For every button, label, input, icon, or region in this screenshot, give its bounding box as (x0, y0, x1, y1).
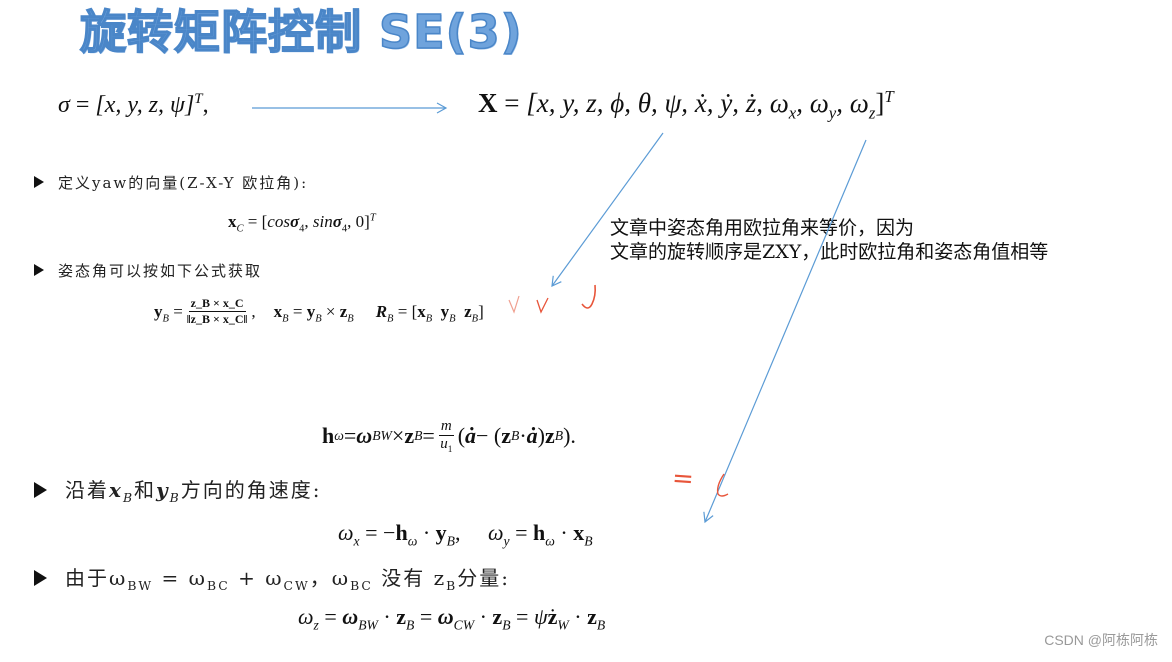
pen-mark-icon (716, 473, 729, 497)
bullet-arrow-icon (34, 481, 47, 498)
omega-z-equation: ωz = ωBW · zB = ωCW · zB = ψ̇zW · zB (298, 604, 606, 633)
mass-thrust-fraction: m u1 (438, 418, 454, 455)
bullet-arrow-icon (34, 264, 44, 276)
sigma-equation: σ = [x, y, z, ψ]T, (58, 91, 209, 118)
state-vector-equation: X = [x, y, z, ϕ, θ, ψ, ẋ, ẏ, ż, ωx, ωy, … (478, 87, 894, 123)
check-mark-icon (508, 295, 520, 314)
csdn-watermark: CSDN @阿栋阿栋 (1044, 632, 1158, 648)
annotation-note: 文章中姿态角用欧拉角来等价，因为 文章的旋转顺序是ZXY，此时欧拉角和姿态角值相… (610, 217, 1049, 263)
bullet-angular-velocity-xy: 沿着xB和yB方向的角速度: (34, 474, 322, 504)
slide-title: 旋转矩阵控制 SE(3) (79, 4, 523, 60)
rb-equation: RB = [xB yB zB] (375, 301, 484, 324)
rotation-basis-equations: yB = z_B × x_C ‖z_B × x_C‖ , xB = yB × z… (154, 296, 484, 326)
check-mark-icon (536, 297, 549, 314)
yb-equation: yB = (154, 301, 183, 324)
arrow-omega-to-wxy (703, 139, 867, 524)
xb-equation: xB = yB × zB (273, 301, 354, 324)
bullet-arrow-icon (34, 176, 44, 188)
arrow-euler-to-rb (551, 132, 664, 288)
omega-xy-equation: ωx = −hω · yB, ωy = hω · xB (338, 520, 593, 549)
yb-fraction: z_B × x_C ‖z_B × x_C‖ (186, 296, 248, 326)
bullet-arrow-icon (34, 569, 47, 586)
bullet-yaw-vector: 定义yaw的向量(Z-X-Y 欧拉角): (34, 172, 308, 193)
bullet-omega-decomposition: 由于ωBW = ωBC + ωCW，ωBC 没有 zB分量: (34, 562, 510, 592)
bullet-attitude-formula: 姿态角可以按如下公式获取 (34, 260, 262, 281)
check-mark-icon (581, 284, 596, 309)
xc-equation: xC = [cosσ4, sinσ4, 0]T (228, 212, 376, 235)
